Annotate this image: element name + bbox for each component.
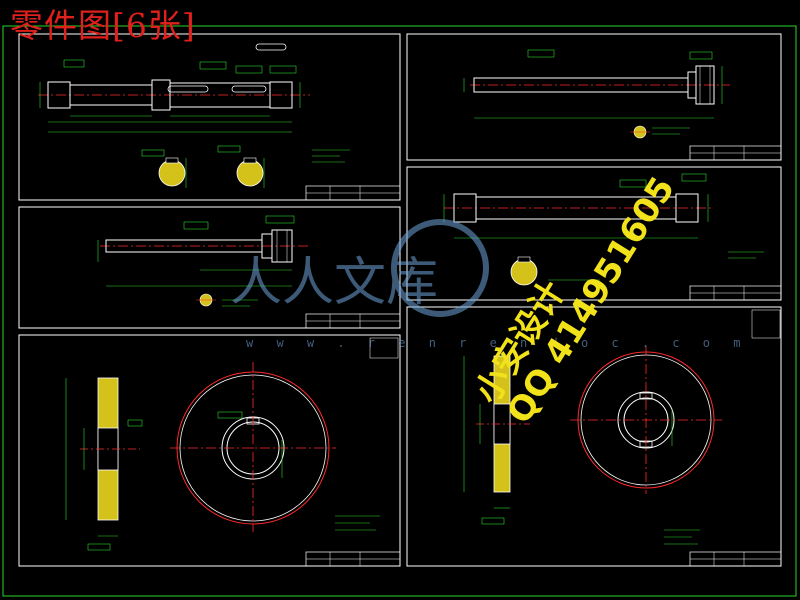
outer-frame [2, 25, 797, 597]
page-title: 零件图[6张] [10, 6, 196, 45]
sheet-shaft-4 [406, 166, 782, 301]
sheet-gear-2 [406, 306, 782, 567]
watermark-url: w w w . r e n r e n d o c . c o m [246, 336, 749, 350]
sheet-shaft-2 [406, 33, 782, 161]
sheet-gear-1 [18, 334, 401, 567]
watermark-logo: 人人文库 [230, 219, 489, 317]
watermark-logo-text: 人人文库 [230, 253, 438, 313]
sheet-shaft-3 [18, 206, 401, 329]
sheet-shaft-1 [18, 33, 401, 201]
